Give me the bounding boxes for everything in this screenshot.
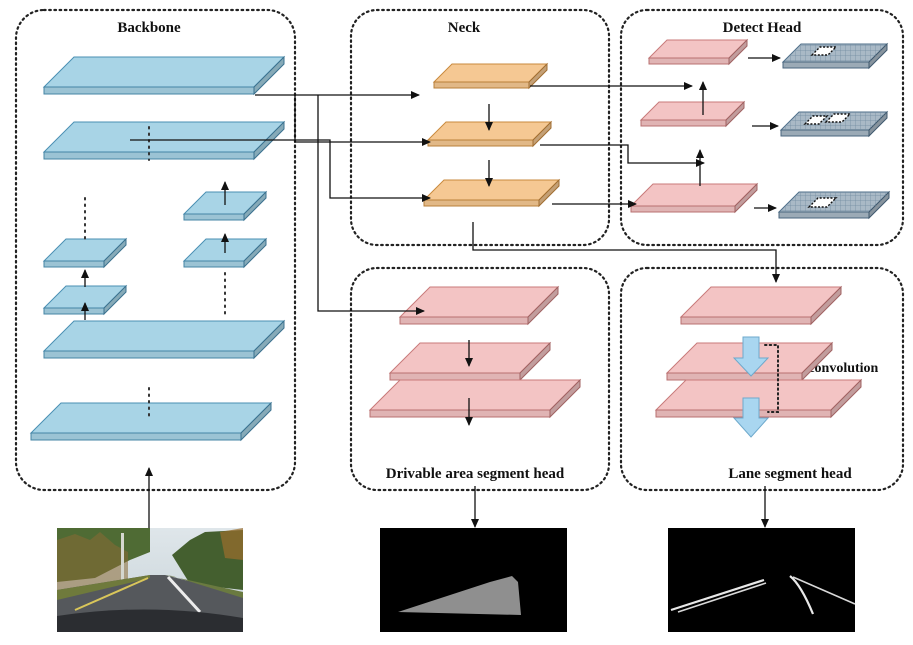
lane-head-title: Lane segment head	[728, 466, 852, 482]
lane-head-panel	[619, 266, 905, 492]
drivable-area-mask	[380, 528, 567, 632]
deconv-arrow-icon	[732, 336, 770, 377]
neck-panel	[349, 8, 611, 247]
backbone-layer	[42, 319, 286, 360]
neck-layer	[422, 178, 561, 208]
detect-layer	[639, 100, 746, 128]
deconv-bracket	[764, 344, 779, 413]
neck-layer	[432, 62, 549, 90]
deconv-arrow-icon	[732, 397, 770, 438]
backbone-feature-arrow	[130, 139, 431, 202]
backbone-layer	[42, 237, 128, 269]
detect-head-title: Detect Head	[723, 20, 802, 36]
backbone-to-drivable-arrow	[317, 95, 425, 315]
backbone-to-neck-arrow	[294, 95, 431, 146]
backbone-layer	[42, 55, 286, 96]
drivable-layer	[368, 378, 582, 419]
detect-layer	[629, 182, 759, 214]
detect-head-panel	[619, 8, 905, 247]
neck-layer	[426, 120, 553, 148]
input-road-image	[57, 528, 243, 632]
backbone-layer	[29, 401, 273, 442]
detect-layer	[647, 38, 749, 66]
backbone-panel	[14, 8, 297, 492]
backbone-title: Backbone	[117, 20, 181, 36]
detection-grid-output	[781, 42, 889, 70]
neck-to-detect-arrow	[540, 144, 705, 167]
lane-line-mask	[668, 528, 856, 632]
lane-layer	[679, 285, 843, 326]
neck-to-lane-arrow	[472, 222, 780, 283]
backbone-layer	[42, 284, 128, 316]
drivable-head-panel	[349, 266, 611, 492]
drivable-head-title: Drivable area segment head	[386, 466, 565, 482]
drivable-layer	[388, 341, 552, 382]
neck-title: Neck	[448, 20, 481, 36]
drivable-layer	[398, 285, 560, 326]
detection-grid-output	[777, 190, 891, 220]
detection-grid-output	[779, 110, 889, 138]
